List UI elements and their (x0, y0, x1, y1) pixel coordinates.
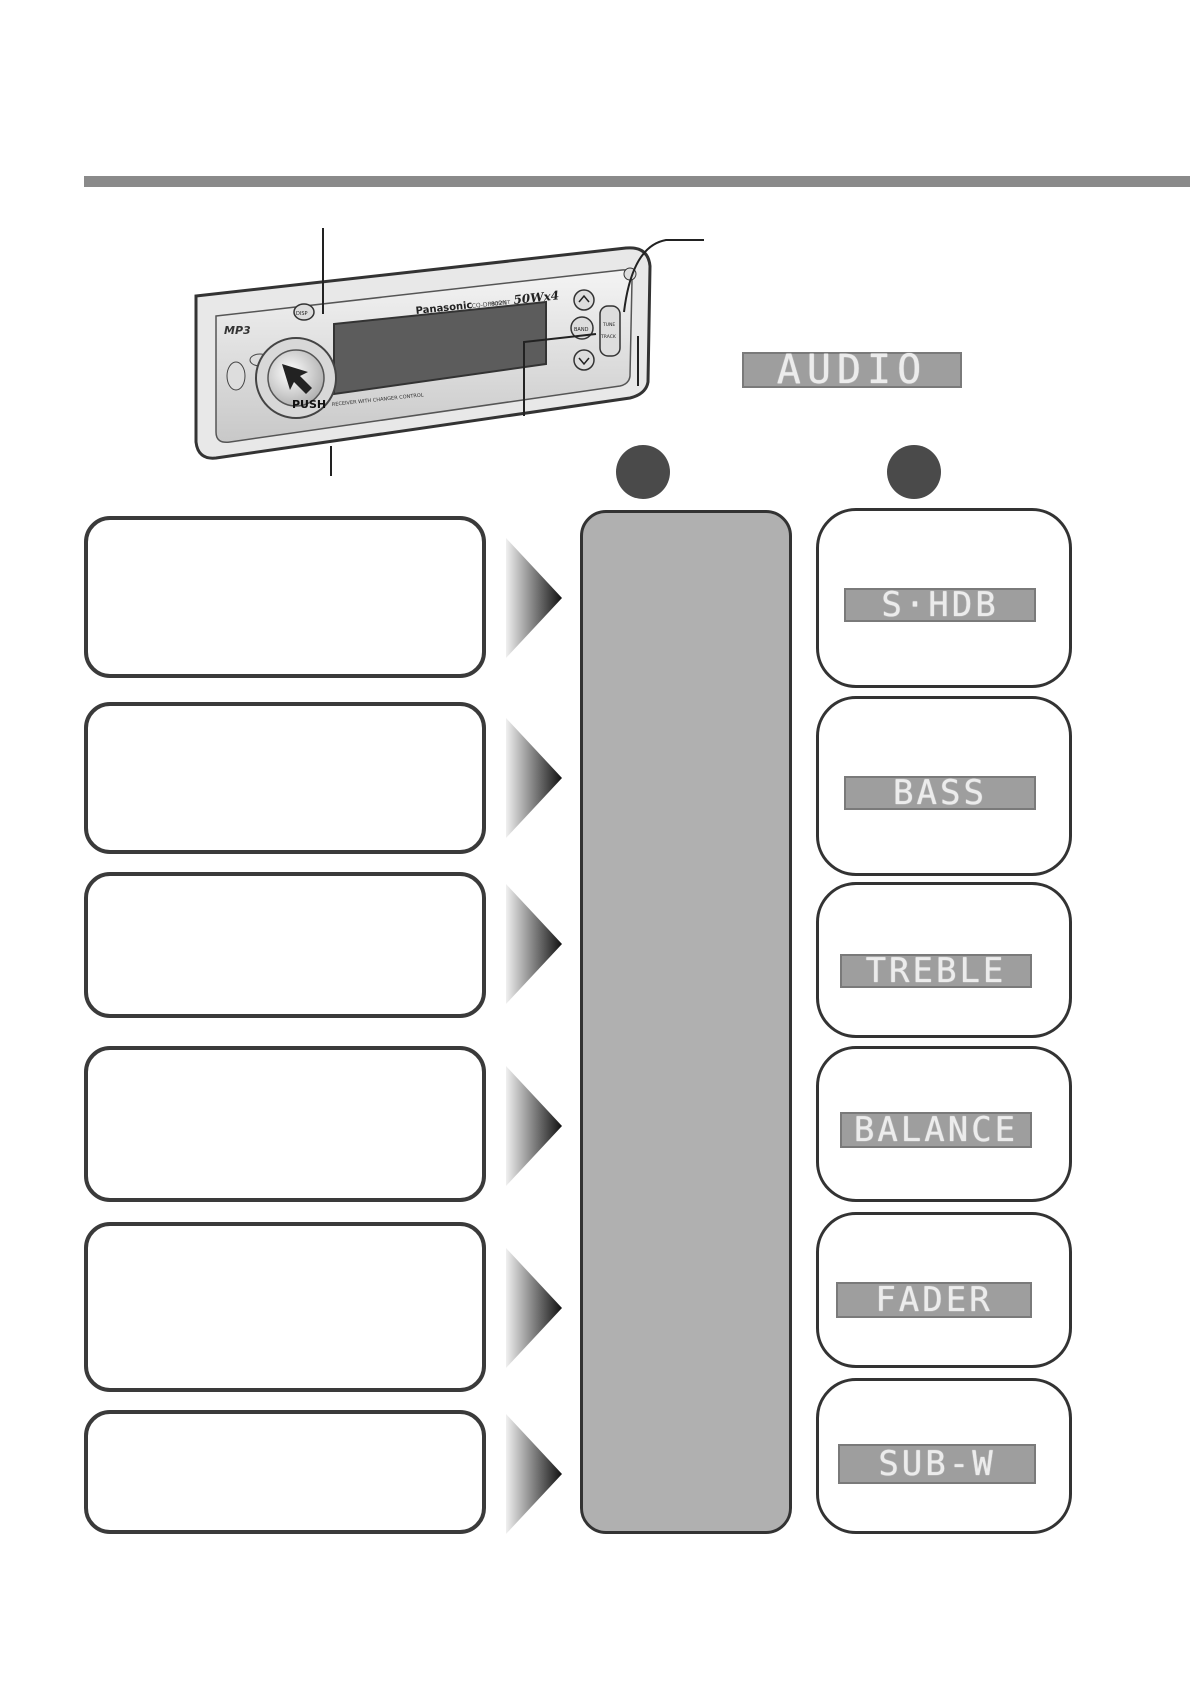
arrow-icon (506, 1414, 562, 1534)
description-box-4 (84, 1046, 486, 1202)
lcd-subw: SUB-W (838, 1444, 1036, 1484)
arrow-icon (506, 718, 562, 838)
audio-display: AUDIO (742, 347, 962, 393)
lcd-bass: BASS (844, 773, 1036, 813)
disp-label: DISP (296, 311, 308, 317)
leader-lines (523, 239, 704, 416)
arrow-icon (506, 538, 562, 658)
description-box-3 (84, 872, 486, 1018)
arrow-icon (506, 884, 562, 1004)
band-label: BAND (574, 327, 589, 333)
header-band (0, 0, 1190, 176)
leader-knob (330, 446, 332, 476)
header-rule (84, 176, 1190, 187)
selection-panel (580, 510, 792, 1534)
model-text: CQ-DF802N (471, 299, 507, 310)
tune-label: TUNE (602, 322, 615, 328)
description-box-6 (84, 1410, 486, 1534)
step-circle-1 (616, 445, 670, 499)
lcd-balance: BALANCE (840, 1110, 1032, 1150)
power-text: 50Wx4 (513, 288, 560, 307)
step-circle-2 (887, 445, 941, 499)
leader-disp (322, 228, 324, 314)
arrow-icon (506, 1248, 562, 1368)
lcd-fader: FADER (836, 1280, 1032, 1320)
lcd-treble: TREBLE (840, 951, 1032, 991)
track-label: TRACK (600, 334, 617, 340)
power-prefix-text: MOSFET (490, 300, 512, 308)
push-label: PUSH (292, 398, 326, 411)
arrow-icon (506, 1066, 562, 1186)
mp3-label: MP3 (224, 324, 251, 337)
description-box-5 (84, 1222, 486, 1392)
lcd-shdb: S·HDB (844, 585, 1036, 625)
description-box-1 (84, 516, 486, 678)
description-box-2 (84, 702, 486, 854)
car-stereo-illustration: Panasonic CQ-DF802N 50Wx4 MOSFET MP3 DIS… (194, 246, 652, 460)
